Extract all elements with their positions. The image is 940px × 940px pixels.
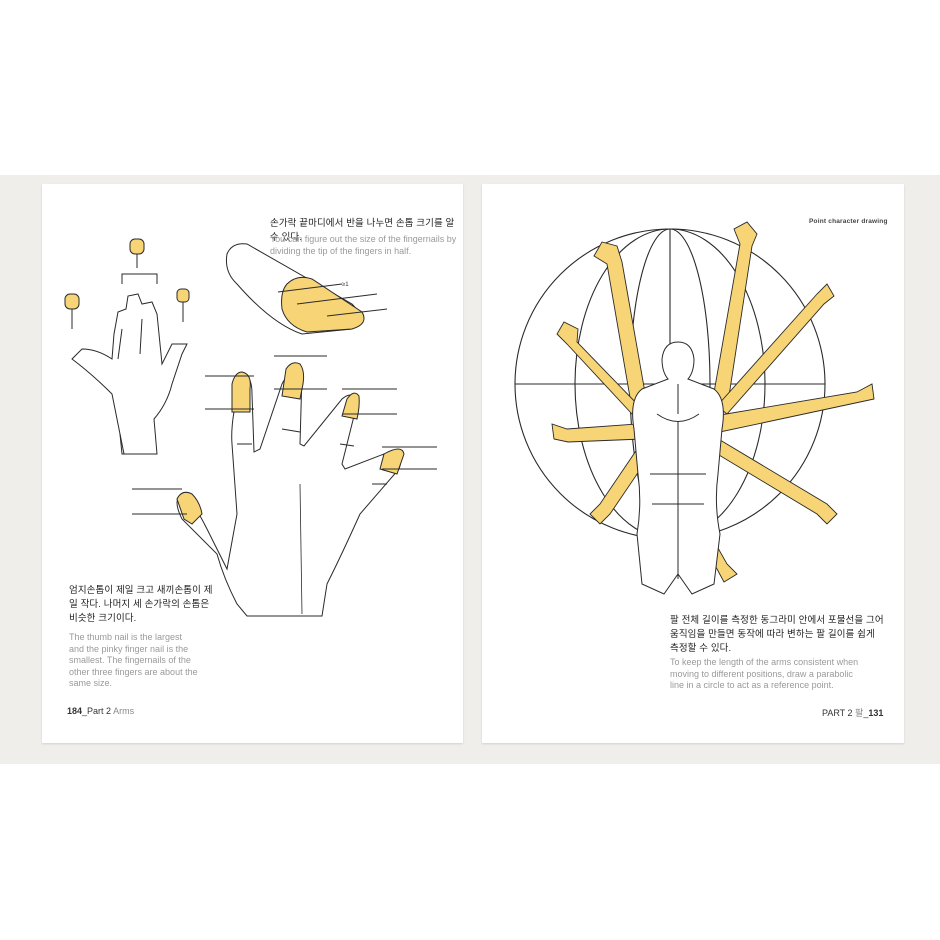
caption-bottom-korean: 엄지손톱이 제일 크고 새끼손톱이 제 일 작다. 나머지 세 손가락의 손톱은… [69, 584, 239, 626]
left-footer-part: Part 2 [87, 706, 112, 716]
left-footer-section: Arms [113, 706, 135, 716]
caption-bottom-english-line5: same size. [69, 678, 113, 688]
caption-bottom-english: The thumb nail is the largest and the pi… [69, 632, 239, 690]
right-footer-separator: _ [863, 708, 869, 718]
right-page-footer: PART 2 팔_131 [822, 706, 883, 719]
right-caption-english: To keep the length of the arms consisten… [670, 657, 895, 692]
right-caption-korean-line3: 측정할 수 있다. [670, 643, 732, 654]
caption-bottom-korean-line3: 비슷한 크기이다. [69, 613, 137, 624]
hand-fingernail-illustration [64, 238, 437, 617]
right-page-number: 131 [868, 708, 884, 718]
caption-bottom-english-line2: and the pinky finger nail is the [69, 643, 189, 654]
arm-rotation-circle-illustration [514, 221, 875, 595]
right-footer-part: PART 2 [822, 708, 853, 718]
right-footer-section: 팔 [855, 708, 864, 718]
right-caption-korean-line1: 팔 전체 길이를 측정한 동그라미 안에서 포물선을 그어 [670, 615, 884, 626]
caption-top-english-line2: dividing the tip of the fingers in half. [270, 245, 412, 256]
left-page: 손가락 끝마디에서 반을 나누면 손톱 크기를 알 수 있다. You can … [42, 184, 463, 743]
caption-top-korean: 손가락 끝마디에서 반을 나누면 손톱 크기를 알 수 있다. [270, 218, 455, 243]
right-page-header: Point character drawing [809, 218, 888, 225]
caption-bottom-english-line4: other three fingers are about the [69, 666, 198, 677]
caption-bottom-korean-line1: 엄지손톱이 제일 크고 새끼손톱이 제 [69, 585, 213, 596]
caption-bottom-korean-line2: 일 작다. 나머지 세 손가락의 손톱은 [69, 599, 210, 610]
right-caption-english-line2: moving to different positions, draw a pa… [670, 668, 853, 679]
caption-bottom-english-line1: The thumb nail is the largest [69, 632, 183, 642]
left-page-number: 184 [67, 706, 83, 716]
caption-top-english-line1: You can figure out the size of the finge… [270, 234, 457, 244]
left-page-footer: 184_Part 2 Arms [67, 706, 134, 716]
right-caption-english-line3: line in a circle to act as a reference p… [670, 680, 834, 690]
right-caption-korean-line2: 움직임을 만들면 동작에 따라 변하는 팔 길이를 쉽게 [670, 629, 875, 640]
annotation-small: ≥1 [342, 282, 349, 288]
left-footer-separator: _ [82, 706, 88, 716]
caption-top-english: You can figure out the size of the finge… [270, 234, 460, 257]
caption-bottom-english-line3: smallest. The fingernails of the [69, 655, 191, 665]
right-page: Point character drawing 팔 전체 길이를 측정한 동그라… [482, 184, 904, 743]
right-caption-korean: 팔 전체 길이를 측정한 동그라미 안에서 포물선을 그어 움직임을 만들면 동… [670, 614, 895, 656]
right-caption-english-line1: To keep the length of the arms consisten… [670, 657, 859, 667]
